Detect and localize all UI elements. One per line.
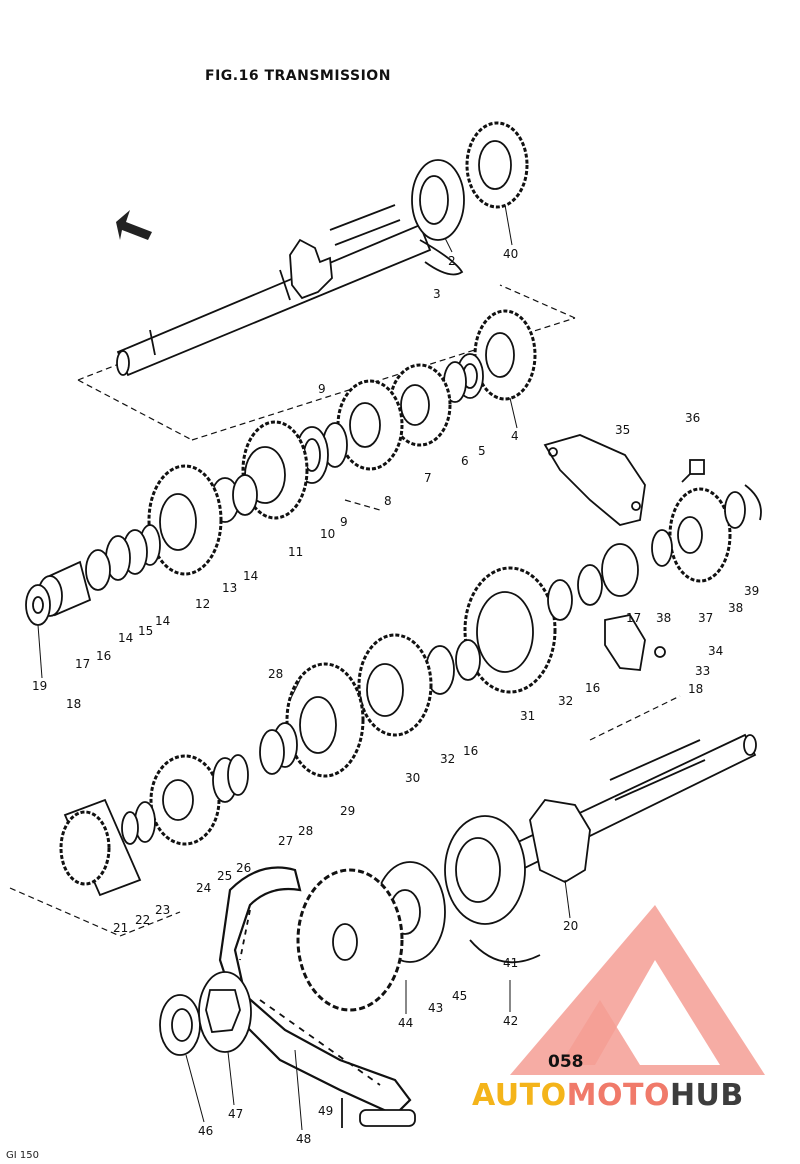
part-label: 28 xyxy=(298,824,313,838)
part-label: 46 xyxy=(198,1124,213,1138)
part-label: 16 xyxy=(585,681,600,695)
part-label: 25 xyxy=(217,869,232,883)
washers-14-15 xyxy=(105,524,161,581)
washers-27-28 xyxy=(259,722,298,775)
gear-31 xyxy=(463,566,573,694)
bolt-36 xyxy=(681,459,705,483)
part-label: 15 xyxy=(138,624,153,638)
gear-21 xyxy=(59,798,156,897)
driveshaft-20 xyxy=(478,733,757,887)
part-label: 13 xyxy=(222,581,237,595)
watermark-part-auto: AUTO xyxy=(472,1078,567,1113)
part-label: 29 xyxy=(340,804,355,818)
part-label: 19 xyxy=(32,679,47,693)
part-label: 32 xyxy=(440,752,455,766)
part-label: 21 xyxy=(113,921,128,935)
washers-5-6 xyxy=(443,353,484,403)
part-label: 14 xyxy=(118,631,133,645)
part-label: 39 xyxy=(744,584,759,598)
gear-40 xyxy=(465,121,529,209)
watermark-logo-text: AUTOMOTOHUB xyxy=(472,1078,744,1113)
part-label: 16 xyxy=(463,744,478,758)
part-label: 11 xyxy=(288,545,303,559)
part-label: 16 xyxy=(96,649,111,663)
gear-4 xyxy=(473,309,537,401)
figure-title: FIG.16 TRANSMISSION xyxy=(205,68,391,84)
part-label: 4 xyxy=(511,429,519,443)
gear-8 xyxy=(336,379,404,471)
drive-chain-48 xyxy=(218,866,412,1117)
part-label: 44 xyxy=(398,1016,413,1030)
part-label: 8 xyxy=(384,494,392,508)
part-label: 3 xyxy=(433,287,441,301)
part-label: 43 xyxy=(428,1001,443,1015)
part-label: 34 xyxy=(708,644,723,658)
part-label: 27 xyxy=(278,834,293,848)
part-label: 31 xyxy=(520,709,535,723)
part-label: 38 xyxy=(728,601,743,615)
part-label: 30 xyxy=(405,771,420,785)
direction-arrow-icon xyxy=(116,210,152,240)
plate-33 xyxy=(604,613,666,671)
part-label: 42 xyxy=(503,1014,518,1028)
gear-37 xyxy=(651,484,762,583)
watermark-part-hub: HUB xyxy=(669,1078,744,1113)
part-label: 20 xyxy=(563,919,578,933)
part-label: 18 xyxy=(66,697,81,711)
part-label: 22 xyxy=(135,913,150,927)
part-label: 28 xyxy=(268,667,283,681)
washer-46-sprocket-47 xyxy=(159,971,252,1056)
part-label: 7 xyxy=(424,471,432,485)
part-label: 9 xyxy=(318,382,326,396)
part-label: 47 xyxy=(228,1107,243,1121)
part-label: 18 xyxy=(688,682,703,696)
part-label: 10 xyxy=(320,527,335,541)
bearing-17-16 xyxy=(577,543,639,606)
washer-19 xyxy=(25,584,51,626)
bearing-2 xyxy=(411,159,465,276)
watermark-part-moto: MOTO xyxy=(566,1078,670,1113)
corner-code: GI 150 xyxy=(6,1150,39,1161)
chain-link-49 xyxy=(341,1098,416,1128)
leader-lines xyxy=(37,204,571,1131)
part-label: 17 xyxy=(75,657,90,671)
part-label: 32 xyxy=(558,694,573,708)
gear-12 xyxy=(147,464,223,576)
part-label: 38 xyxy=(656,611,671,625)
countershaft xyxy=(116,204,432,377)
gear-29 xyxy=(285,662,365,778)
part-label: 37 xyxy=(698,611,713,625)
part-label: 14 xyxy=(155,614,170,628)
part-label: 45 xyxy=(452,989,467,1003)
bracket-35 xyxy=(543,434,646,526)
gear-30 xyxy=(357,633,433,737)
part-number-labels: 2 3 40 9 4 5 6 7 8 10 9 11 35 36 12 13 1… xyxy=(32,247,759,1146)
part-label: 24 xyxy=(196,881,211,895)
part-label: 41 xyxy=(503,956,518,970)
part-label: 48 xyxy=(296,1132,311,1146)
part-label: 40 xyxy=(503,247,518,261)
part-label: 23 xyxy=(155,903,170,917)
part-label: 35 xyxy=(615,423,630,437)
part-label: 12 xyxy=(195,597,210,611)
watermark-logo-triangle xyxy=(510,905,765,1075)
figure-code: 058 xyxy=(548,1052,584,1072)
part-label: 2 xyxy=(448,254,456,268)
gear-24 xyxy=(149,754,249,846)
part-label: 5 xyxy=(478,444,486,458)
part-label: 14 xyxy=(243,569,258,583)
part-label: 6 xyxy=(461,454,469,468)
part-label: 9 xyxy=(340,515,348,529)
part-label: 36 xyxy=(685,411,700,425)
part-label: 17 xyxy=(626,611,641,625)
part-label: 49 xyxy=(318,1104,333,1118)
part-label: 26 xyxy=(236,861,251,875)
part-label: 33 xyxy=(695,664,710,678)
sprocket-44 xyxy=(296,868,404,1012)
bearing-45 xyxy=(444,815,541,964)
bearing-16-mid xyxy=(425,639,481,695)
